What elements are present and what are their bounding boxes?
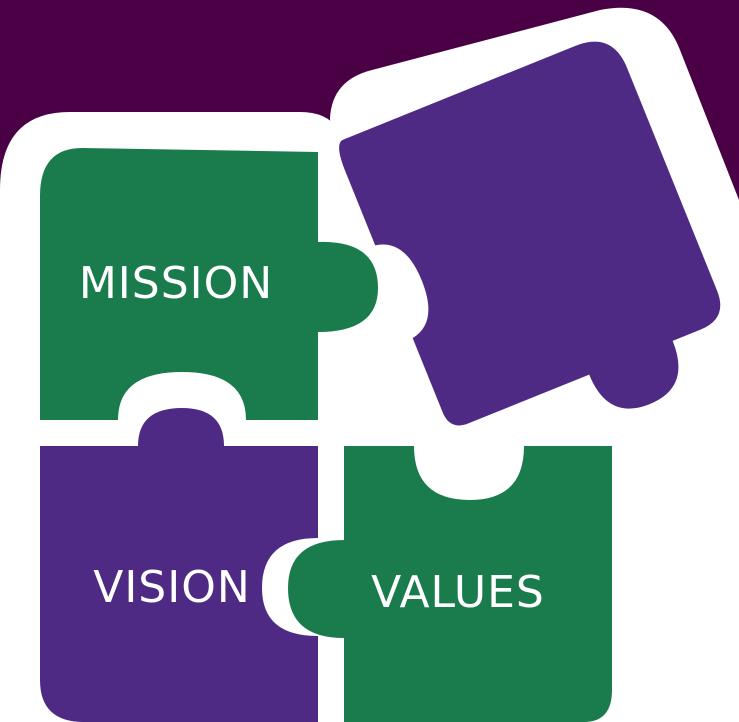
mission-piece: MISSION xyxy=(40,148,378,420)
values-label: VALUES xyxy=(371,567,545,618)
values-piece: VALUES xyxy=(288,446,612,722)
vision-label: VISION xyxy=(93,562,251,613)
mission-label: MISSION xyxy=(79,258,273,309)
floating-piece xyxy=(339,41,721,426)
vision-piece: VISION xyxy=(40,408,318,722)
